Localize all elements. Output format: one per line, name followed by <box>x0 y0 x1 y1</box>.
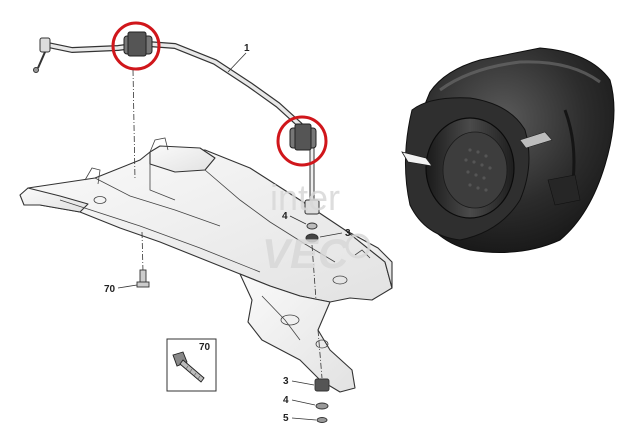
watermark-line2: VEC <box>262 230 349 277</box>
callout-nut-upper: 3 <box>345 228 351 239</box>
assembly-lines <box>132 69 323 379</box>
callout-washer-upper: 4 <box>282 211 288 222</box>
stabilizer-bar <box>45 41 315 143</box>
callout-leaders <box>117 52 343 421</box>
lower-hardware <box>314 378 330 423</box>
inset-bolt-box: 70 <box>166 338 217 392</box>
inset-bolt-icon <box>172 351 205 383</box>
highlight-circle-right <box>276 115 328 167</box>
watermark-line1: inter <box>270 177 340 218</box>
bore-knurling <box>464 148 492 192</box>
highlight-circle-left <box>111 21 161 71</box>
watermark: inter VEC <box>262 177 371 277</box>
bar-bushing-left <box>123 31 153 57</box>
inset-bolt-label: 70 <box>199 342 211 353</box>
callout-washer-bottom: 5 <box>283 413 289 424</box>
right-end-link <box>304 140 320 243</box>
upper-hardware <box>306 222 318 230</box>
callout-nut-lower: 3 <box>283 376 289 387</box>
subframe-details <box>59 137 371 349</box>
watermark-gear-icon <box>345 233 371 259</box>
frame-bolt <box>136 269 150 288</box>
callout-washer-lower: 4 <box>283 395 289 406</box>
bar-bushing-right <box>289 123 317 151</box>
callout-bolt: 70 <box>104 284 116 295</box>
bushing-photo <box>401 47 615 253</box>
left-end-link <box>33 37 51 73</box>
callout-bar: 1 <box>244 43 250 54</box>
